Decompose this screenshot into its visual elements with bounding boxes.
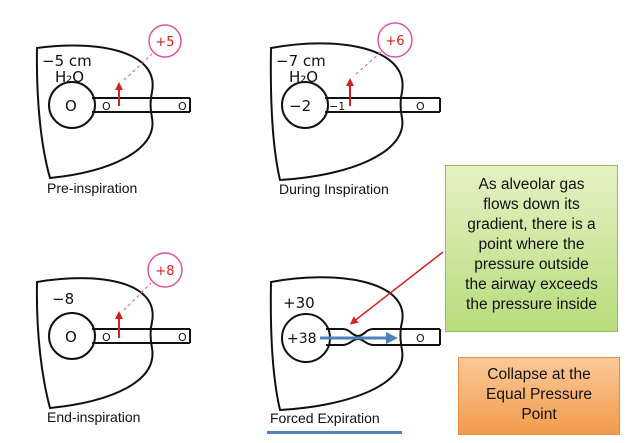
pleural-unit-label: H₂O: [55, 68, 84, 86]
alveolus: [48, 81, 96, 129]
callout-line: the airway exceeds: [465, 276, 598, 293]
mouth-pressure-label: O: [416, 100, 425, 113]
recoil-leader-line: [123, 53, 153, 81]
pleural-pressure-label: −7 cm: [276, 52, 326, 70]
pleural-pressure-label: −8: [52, 290, 74, 308]
callout-line: pressure outside: [474, 256, 589, 273]
callout-line: Collapse at the: [487, 366, 591, 383]
recoil-pressure-label: +6: [385, 34, 404, 49]
recoil-leader-line: [123, 282, 152, 311]
mouth-pressure-label: O: [416, 332, 425, 345]
caption-during-inspiration: During Inspiration: [279, 181, 389, 197]
equal-pressure-pointer: [349, 251, 444, 325]
caption-end-inspiration: End-inspiration: [47, 409, 141, 425]
alveolar-pressure-label: O: [65, 97, 77, 115]
panel-during-inspiration: −7 cm H₂O −2 −1 O +6: [269, 22, 441, 182]
airway: [325, 97, 441, 113]
airway: [92, 97, 191, 113]
airway-pressure-label: O: [102, 100, 111, 113]
recoil-pressure-circle: [148, 24, 182, 58]
equal-pressure-callout: As alveolar gas flows down its gradient,…: [445, 165, 618, 332]
panel-end-inspiration: −8 O O O +8: [35, 252, 191, 410]
alveolus: [48, 312, 96, 360]
alveolar-pressure-label: +38: [287, 331, 317, 347]
pleural-pressure-label: −5 cm: [42, 52, 92, 70]
alveolar-pressure-label: O: [65, 328, 77, 346]
recoil-pressure-circle: [377, 22, 413, 58]
callout-line: Point: [521, 406, 557, 423]
caption-underline: [267, 431, 402, 434]
callout-line: gradient, there is a: [467, 216, 596, 233]
panel-forced-expiration: +30 +38 O: [269, 251, 444, 412]
pleural-unit-label: H₂O: [289, 68, 318, 86]
recoil-pressure-label: +8: [155, 264, 174, 279]
mouth-pressure-label: O: [178, 100, 187, 113]
caption-forced-expiration: Forced Expiration: [270, 410, 380, 426]
callout-line: flows down its: [483, 196, 580, 213]
mouth-pressure-label: O: [178, 331, 187, 344]
pleural-pressure-label: +30: [283, 294, 315, 312]
callout-line: the pressure inside: [466, 296, 597, 313]
airway-pressure-label: O: [102, 331, 111, 344]
alveolus: [281, 81, 329, 129]
airway-pressure-label: −1: [329, 100, 345, 113]
callout-line: point where the: [478, 236, 585, 253]
callout-line: Equal Pressure: [486, 386, 592, 403]
caption-pre-inspiration: Pre-inspiration: [47, 180, 138, 196]
collapse-callout: Collapse at the Equal Pressure Point: [458, 357, 620, 435]
airway: [92, 328, 191, 344]
panel-pre-inspiration: −5 cm H₂O O O O +5: [35, 24, 191, 180]
recoil-pressure-label: +5: [155, 35, 174, 50]
callout-line: As alveolar gas: [478, 176, 585, 193]
chest-wall-outline: [269, 276, 404, 412]
alveolar-pressure-label: −2: [289, 97, 311, 115]
recoil-pressure-circle: [147, 252, 183, 288]
